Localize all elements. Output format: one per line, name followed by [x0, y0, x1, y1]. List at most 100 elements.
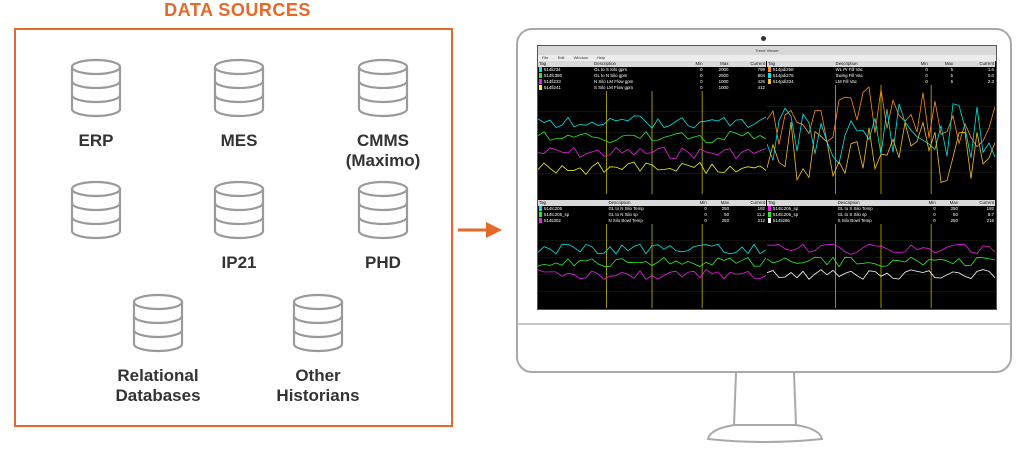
table-cell: 0	[704, 212, 707, 217]
column-header[interactable]: Min	[688, 200, 708, 206]
column-header[interactable]: Tag	[538, 61, 594, 67]
trend-line	[767, 269, 995, 280]
table-cell: 50	[953, 212, 958, 217]
table-cell: WL Pr Fill Vac	[835, 67, 863, 72]
table-cell: 514ti302	[544, 218, 561, 223]
series-swatch	[539, 218, 542, 224]
column-header[interactable]: Current	[958, 200, 995, 206]
arrow-right-icon	[458, 222, 502, 238]
database-icon	[69, 58, 123, 118]
table-cell: 426	[757, 79, 765, 84]
table-cell: N Silo LM Flow gpm	[594, 79, 634, 84]
data-source-label: CMMS(Maximo)	[346, 131, 421, 171]
column-header[interactable]: Max	[928, 61, 955, 67]
data-source-label: PHD	[365, 253, 401, 273]
database-icon	[212, 58, 266, 118]
table-cell: 514pdi334	[773, 79, 794, 84]
column-header[interactable]: Tag	[767, 61, 835, 67]
table-cell: 0	[704, 206, 707, 211]
database-icon	[291, 293, 345, 353]
column-header[interactable]: Description	[834, 61, 907, 67]
table-cell: 412	[757, 85, 765, 90]
menu-file[interactable]: File	[542, 55, 549, 60]
column-header[interactable]: Min	[906, 61, 929, 67]
column-header[interactable]: Description	[836, 200, 918, 206]
column-header[interactable]: Description	[593, 61, 684, 67]
trend-line	[767, 86, 995, 148]
table-cell: 0	[925, 79, 928, 84]
table-cell: 514fi233	[544, 79, 561, 84]
column-header[interactable]: Current	[954, 61, 995, 67]
series-swatch	[768, 67, 771, 73]
column-header[interactable]: Max	[936, 200, 959, 206]
trend-line	[538, 269, 766, 280]
menu-edit[interactable]: Edit	[557, 55, 565, 60]
trend-plot	[538, 224, 766, 308]
trend-line	[538, 161, 766, 176]
series-swatch	[768, 73, 771, 79]
column-header[interactable]: Tag	[767, 200, 837, 206]
table-cell: 5	[950, 67, 954, 72]
window-titlebar: Trend Viewer	[538, 46, 996, 55]
column-header[interactable]: Current	[729, 61, 766, 67]
column-header[interactable]: Description	[607, 200, 689, 206]
column-header[interactable]: Max	[707, 200, 731, 206]
menu-window[interactable]: Window	[573, 55, 588, 60]
column-header[interactable]: Max	[703, 61, 730, 67]
column-header[interactable]: Min	[683, 61, 704, 67]
table-cell: 5	[950, 73, 954, 78]
series-swatch	[768, 212, 771, 218]
series-swatch	[768, 218, 771, 224]
table-cell: 0	[933, 206, 936, 211]
column-header[interactable]: Min	[917, 200, 937, 206]
table-cell: 514fc380	[544, 73, 563, 78]
trend-line	[538, 256, 766, 267]
data-source-label: MES	[221, 131, 258, 151]
series-swatch	[539, 67, 542, 73]
series-swatch	[539, 85, 542, 91]
table-cell: 1000	[718, 79, 729, 84]
table-cell: 215	[986, 218, 994, 223]
table-cell: 0	[925, 67, 928, 72]
table-cell: 514tc205_sp	[544, 212, 570, 217]
table-cell: 0	[700, 73, 703, 78]
trend-line	[767, 256, 995, 268]
table-cell: 5	[950, 79, 954, 84]
table-cell: 514tc205	[544, 206, 563, 211]
column-header[interactable]: Current	[730, 200, 766, 206]
database-icon	[356, 58, 410, 118]
data-source-label-line: PHD	[365, 253, 401, 272]
table-cell: Swing Fill Vac	[835, 73, 863, 78]
trend-line	[538, 115, 766, 129]
table-cell: 0	[704, 218, 707, 223]
series-swatch	[539, 212, 542, 218]
trend-line	[538, 146, 766, 160]
table-cell: S Silo LM Flow gpm	[594, 85, 634, 90]
series-swatch	[539, 73, 542, 79]
table-cell: LM Fill Vac	[835, 79, 857, 84]
column-header[interactable]: Tag	[538, 200, 608, 206]
menu-help[interactable]: Help	[596, 55, 606, 60]
series-swatch	[539, 79, 542, 85]
data-source-label: ERP	[79, 131, 114, 151]
